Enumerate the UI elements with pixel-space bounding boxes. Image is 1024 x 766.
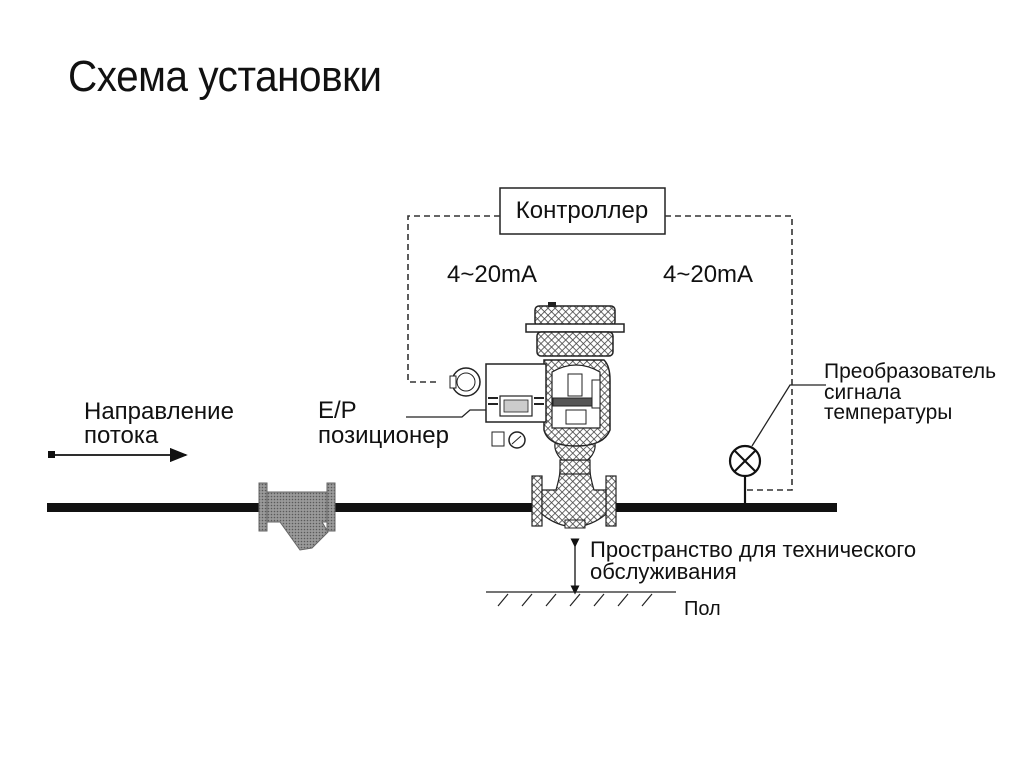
transmitter-label-line3: температуры bbox=[824, 401, 952, 424]
transmitter-label-line2: сигнала bbox=[824, 381, 901, 404]
transmitter-label-line1: Преобразователь bbox=[824, 360, 996, 383]
signal-lines bbox=[407, 215, 793, 491]
controller-label: Контроллер bbox=[516, 197, 648, 224]
floor-line bbox=[486, 591, 676, 607]
maintenance-label-line2: обслуживания bbox=[590, 559, 737, 584]
flow-label-line1: Направление bbox=[84, 398, 234, 425]
controller: Контроллер bbox=[499, 187, 666, 235]
temperature-transmitter bbox=[728, 444, 762, 504]
y-strainer bbox=[258, 482, 336, 551]
positioner-leader-line bbox=[406, 409, 486, 418]
actuator-bottom bbox=[536, 331, 614, 357]
maintenance-label-line1: Пространство для технического bbox=[590, 537, 916, 562]
positioner-label-line1: E/P bbox=[318, 397, 357, 424]
signal-line-transmitter bbox=[665, 215, 793, 491]
pipe bbox=[47, 503, 837, 512]
controller-box bbox=[499, 187, 666, 235]
actuator-top bbox=[534, 305, 616, 327]
signal-label-right: 4~20mA bbox=[663, 261, 753, 288]
control-valve bbox=[525, 302, 625, 529]
floor-label: Пол bbox=[684, 598, 721, 620]
positioner-label-line2: позиционер bbox=[318, 422, 449, 449]
flow-arrow-start bbox=[48, 451, 55, 458]
signal-label-left: 4~20mA bbox=[447, 261, 537, 288]
ep-positioner bbox=[449, 363, 547, 449]
page-title: Схема установки bbox=[68, 52, 382, 101]
flow-label-line2: потока bbox=[84, 422, 159, 449]
transmitter-leader-line bbox=[751, 384, 826, 447]
signal-line-positioner bbox=[407, 215, 500, 383]
